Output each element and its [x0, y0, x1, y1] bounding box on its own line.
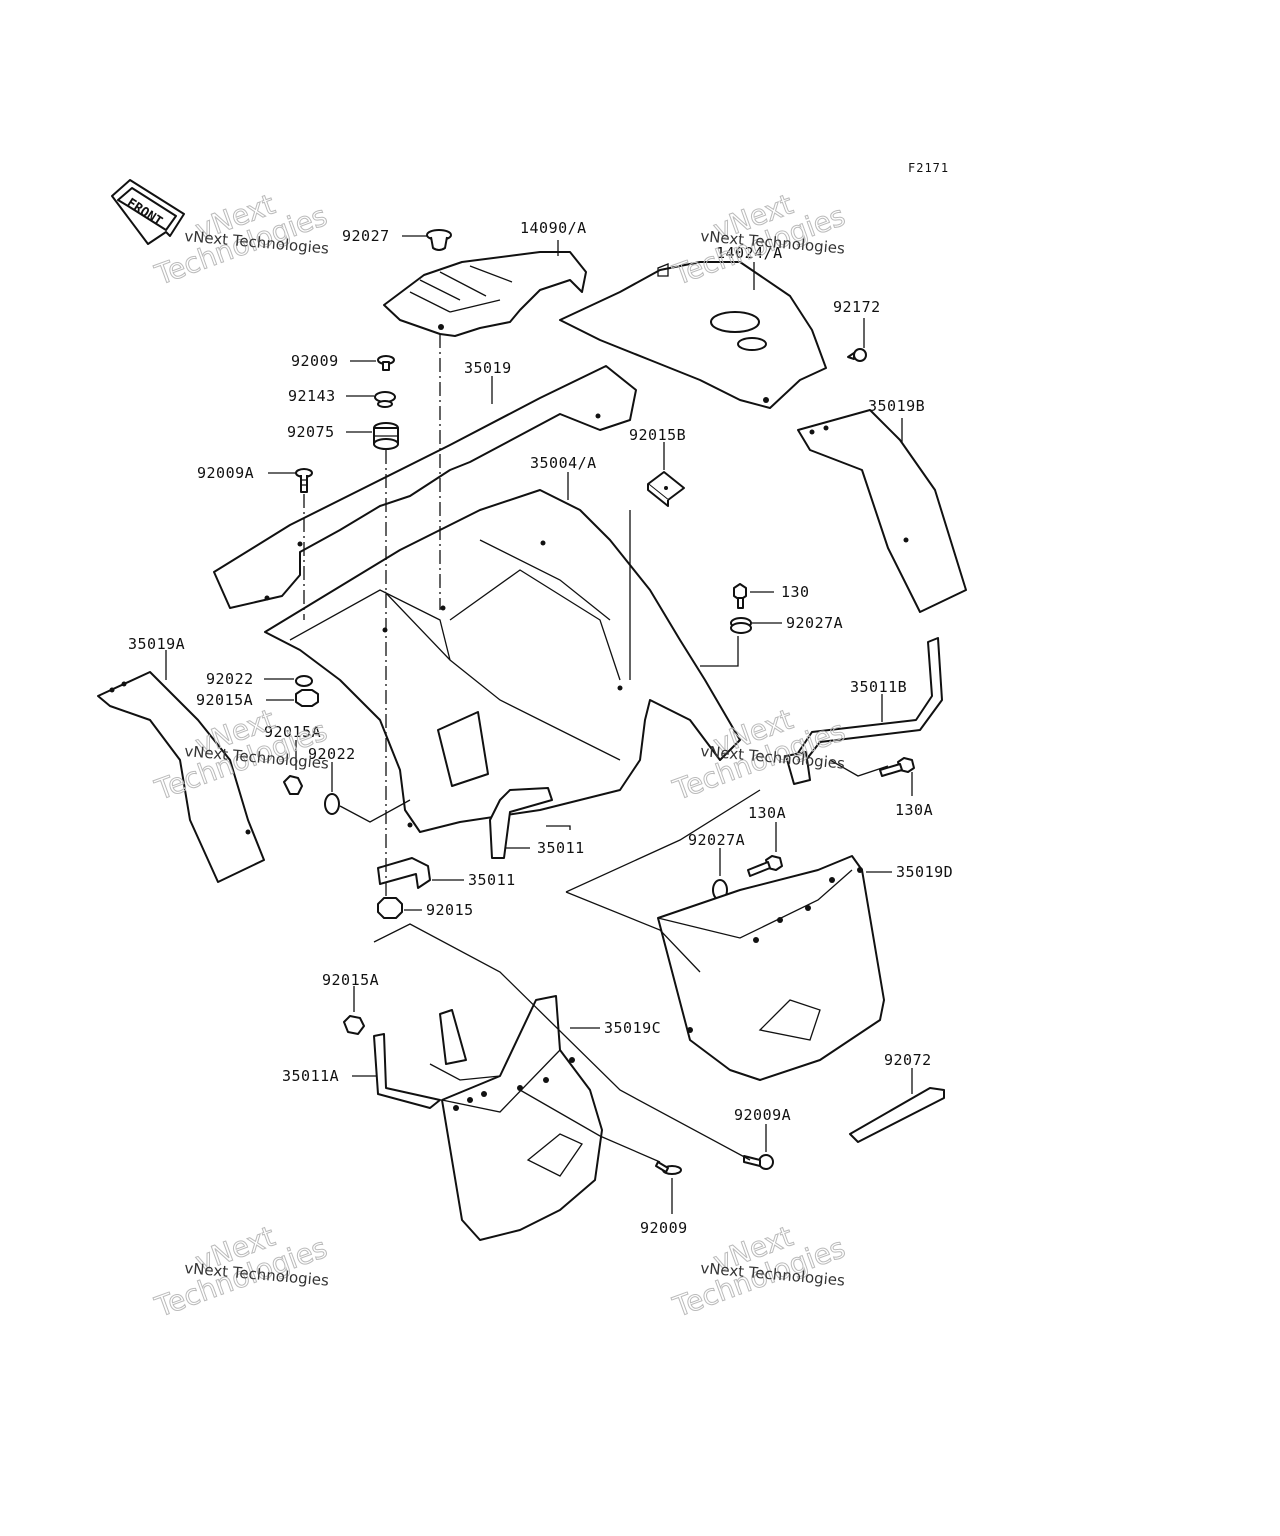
part-92022-washer-a [295, 675, 313, 687]
label-92022-b: 92022 [308, 745, 356, 763]
label-14090A: 14090/A [520, 219, 587, 237]
front-arrow-icon: FRONT [111, 179, 185, 245]
part-14024A-tray [559, 261, 827, 409]
part-130A-bolt-low [747, 855, 783, 877]
part-130A-bolt-right [879, 757, 915, 777]
label-92015: 92015 [426, 901, 474, 919]
part-92009A-screw-low [743, 1154, 774, 1170]
part-92015A-nut-a [295, 689, 319, 707]
part-92009A-screw-top [295, 468, 313, 493]
label-92009A-top: 92009A [197, 464, 254, 482]
label-130: 130 [781, 583, 810, 601]
label-92072: 92072 [884, 1051, 932, 1069]
part-92009-screw [377, 355, 395, 371]
label-35004A: 35004/A [530, 454, 597, 472]
label-130A-right: 130A [895, 801, 933, 819]
part-35019C-flap [441, 995, 603, 1241]
label-92009A-low: 92009A [734, 1106, 791, 1124]
label-130A-low: 130A [748, 804, 786, 822]
label-92075: 92075 [287, 423, 335, 441]
label-92027A-low: 92027A [688, 831, 745, 849]
figure-id: F2171 [908, 161, 949, 175]
leader-lines [165, 235, 913, 1214]
part-14090A-cover [383, 251, 587, 337]
label-92015A-c: 92015A [322, 971, 379, 989]
label-92027A-mid: 92027A [786, 614, 843, 632]
watermark-bottom-left: vNext Technologies vNext Technologies [150, 1219, 332, 1324]
part-92143-collar [374, 391, 396, 408]
label-92015B: 92015B [629, 426, 686, 444]
watermark-top-left: vNext Technologies vNext Technologies [150, 187, 332, 292]
part-92015B-clip [647, 471, 685, 507]
watermark-bottom-right: vNext Technologies vNext Technologies [668, 1219, 850, 1324]
part-35004A-fender [264, 489, 741, 833]
label-35019C: 35019C [604, 1019, 661, 1037]
part-35019A-mudflap-left [97, 671, 265, 883]
part-92015-nut [377, 897, 403, 919]
label-92022-a: 92022 [206, 670, 254, 688]
label-92027: 92027 [342, 227, 390, 245]
part-35011B-bracket [785, 637, 943, 785]
part-92027A-washer-mid [730, 617, 752, 634]
label-35011B: 35011B [850, 678, 907, 696]
label-14024A: 14024/A [716, 244, 783, 262]
label-92143: 92143 [288, 387, 336, 405]
part-35011A-bracket [373, 1009, 467, 1109]
label-35019D: 35019D [896, 863, 953, 881]
part-92009-screw-low [655, 1161, 682, 1175]
label-35019B: 35019B [868, 397, 925, 415]
label-35019: 35019 [464, 359, 512, 377]
part-130-bolt [733, 583, 747, 609]
part-92075-grommet [373, 422, 399, 450]
part-35019B-mudflap-right [797, 409, 967, 613]
label-92015A-a: 92015A [196, 691, 253, 709]
label-35011-b: 35011 [468, 871, 516, 889]
label-35019A: 35019A [128, 635, 185, 653]
part-92172-bolt [847, 348, 867, 362]
label-35011-a: 35011 [537, 839, 585, 857]
part-92015A-nut-b [283, 775, 303, 795]
part-35019-flap [213, 365, 637, 609]
part-92015A-nut-c [343, 1015, 365, 1035]
part-35019D-flap [657, 855, 885, 1081]
part-92072-tie [849, 1087, 945, 1143]
part-92022-washer-b [324, 793, 340, 815]
label-92009: 92009 [291, 352, 339, 370]
label-92009-low: 92009 [640, 1219, 688, 1237]
label-92015A-b: 92015A [264, 723, 321, 741]
label-92172: 92172 [833, 298, 881, 316]
part-35011-bracket-a [489, 787, 553, 859]
part-labels: 92027 14090/A 14024/A 92172 92009 92143 … [128, 219, 953, 1237]
part-92027-cap [426, 229, 452, 251]
label-35011A: 35011A [282, 1067, 339, 1085]
